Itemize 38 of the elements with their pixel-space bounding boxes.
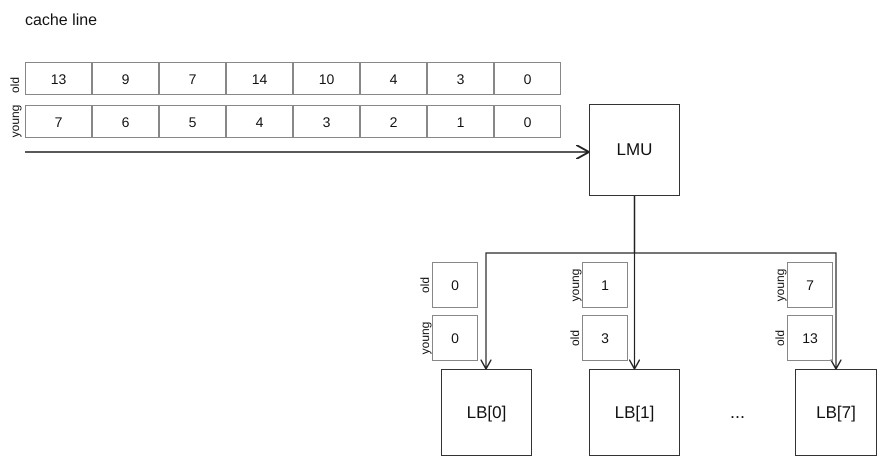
row-label: old <box>568 330 582 346</box>
row-label: young <box>568 268 582 302</box>
arrow <box>25 144 590 160</box>
table-cell: 1 <box>582 262 628 308</box>
table-cell: 0 <box>494 105 561 138</box>
table-cell: 2 <box>360 105 427 138</box>
table-cell: 10 <box>293 62 360 95</box>
row-label: old <box>8 77 22 93</box>
row-label: young <box>418 322 432 354</box>
table-cell: 5 <box>159 105 226 138</box>
table-cell: 6 <box>92 105 159 138</box>
table-cell: 7 <box>787 262 833 308</box>
arrow <box>634 196 842 370</box>
table-cell: 0 <box>432 262 478 308</box>
block-box: LMU <box>589 104 680 196</box>
block-box: LB[7] <box>795 369 877 456</box>
block-box: LB[1] <box>589 369 680 456</box>
block-box: LB[0] <box>441 369 532 456</box>
table-cell: 14 <box>226 62 293 95</box>
table-cell: 9 <box>92 62 159 95</box>
table-cell: 3 <box>582 315 628 361</box>
ellipsis-label: ... <box>730 402 746 423</box>
table-cell: 13 <box>25 62 92 95</box>
row-label: old <box>773 330 787 346</box>
diagram-title: cache line <box>25 12 98 30</box>
table-cell: 3 <box>293 105 360 138</box>
row-label: old <box>418 277 432 293</box>
table-cell: 13 <box>787 315 833 361</box>
row-label: young <box>8 104 22 138</box>
table-cell: 0 <box>432 315 478 361</box>
row-label: young <box>773 268 787 302</box>
table-cell: 4 <box>360 62 427 95</box>
table-cell: 1 <box>427 105 494 138</box>
table-cell: 3 <box>427 62 494 95</box>
table-cell: 7 <box>25 105 92 138</box>
table-cell: 7 <box>159 62 226 95</box>
table-cell: 4 <box>226 105 293 138</box>
table-cell: 0 <box>494 62 561 95</box>
